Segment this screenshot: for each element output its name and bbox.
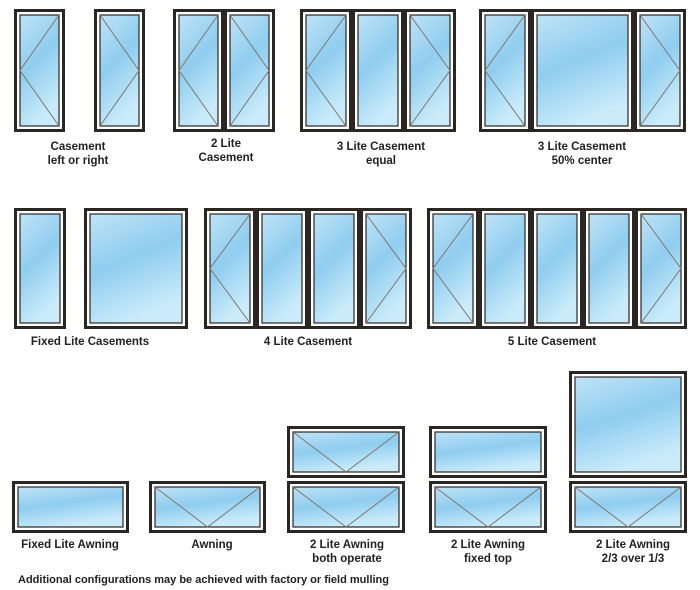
awning-pane xyxy=(149,481,266,533)
five-lite-pane-2 xyxy=(479,208,531,329)
two-awning-top-pane xyxy=(287,426,405,478)
label-4-lite-casement: 4 Lite Casement xyxy=(263,336,353,348)
four-lite-pane-3 xyxy=(308,208,360,329)
two-lite-left-pane xyxy=(173,9,224,132)
two-thirds-top-pane xyxy=(569,371,687,478)
three-center-left-pane xyxy=(479,9,531,132)
two-thirds-bottom-pane xyxy=(569,481,687,533)
four-lite-pane-4 xyxy=(360,208,412,329)
three-equal-left-pane xyxy=(300,9,352,132)
five-lite-pane-1 xyxy=(427,208,479,329)
fixed-awning-pane xyxy=(12,481,129,533)
three-center-center-pane xyxy=(531,9,634,132)
label-fixed-lite-casements: Fixed Lite Casements xyxy=(30,336,150,348)
four-lite-pane-2 xyxy=(256,208,308,329)
fixed-narrow-pane xyxy=(14,208,66,329)
three-center-right-pane xyxy=(634,9,686,132)
fixed-top-awning-top-pane xyxy=(429,426,547,478)
casement-right-pane xyxy=(94,9,145,132)
five-lite-pane-3 xyxy=(531,208,583,329)
three-equal-center-pane xyxy=(352,9,404,132)
footer-note: Additional configurations may be achieve… xyxy=(18,574,389,586)
five-lite-pane-5 xyxy=(635,208,687,329)
label-fixed-lite-awning: Fixed Lite Awning xyxy=(21,539,119,551)
fixed-top-awning-bottom-pane xyxy=(429,481,547,533)
fixed-wide-pane xyxy=(84,208,188,329)
four-lite-pane-1 xyxy=(204,208,256,329)
casement-left-pane xyxy=(14,9,65,132)
two-awning-bottom-pane xyxy=(287,481,405,533)
three-equal-right-pane xyxy=(404,9,456,132)
label-5-lite-casement: 5 Lite Casement xyxy=(507,336,597,348)
five-lite-pane-4 xyxy=(583,208,635,329)
two-lite-right-pane xyxy=(224,9,275,132)
label-awning: Awning xyxy=(191,539,233,551)
